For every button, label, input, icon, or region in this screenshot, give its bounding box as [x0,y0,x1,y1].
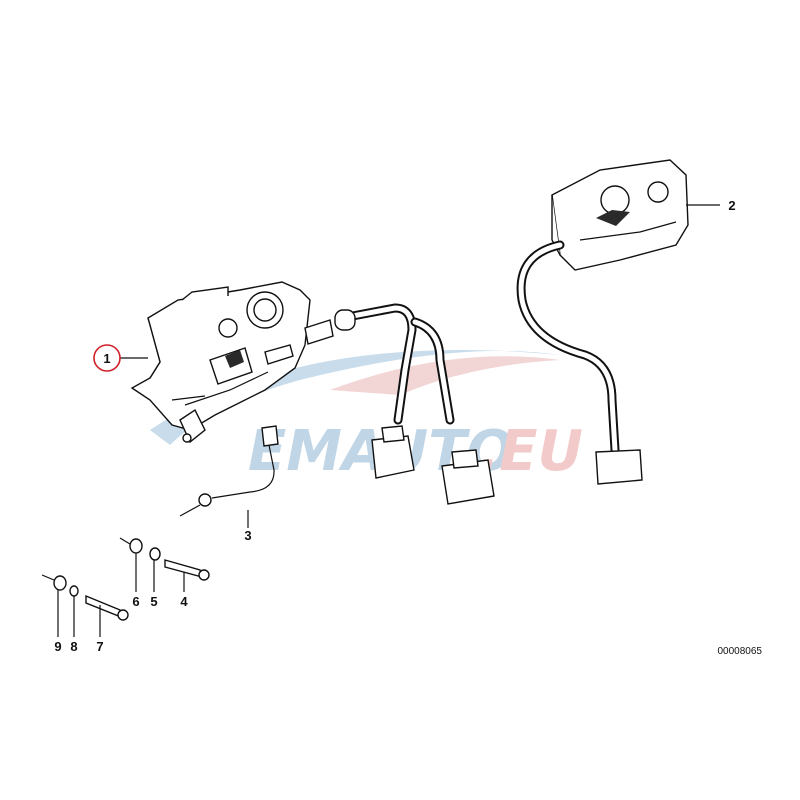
callout-8-label: 8 [70,639,77,654]
switch-housing-part-1 [130,281,334,444]
wiring-harness-left [334,303,495,505]
wiring-harness-right [516,240,643,485]
callout-7-label: 7 [96,639,103,654]
connector-plug-b [441,449,495,505]
callout-2-label: 2 [728,198,735,213]
washer-part-8 [69,585,79,597]
callout-1-label: 1 [103,351,110,366]
callout-6-label: 6 [132,594,139,609]
callout-4-label: 4 [180,594,188,609]
screw-part-7 [85,594,129,621]
callout-5-label: 5 [150,594,157,609]
connector-plug-a [371,425,415,479]
callout-leaders [57,204,720,637]
callout-1: 1 [93,344,121,372]
screw-part-4 [164,559,210,581]
washer-part-6 [119,537,143,554]
catalog-number: 00008065 [718,646,763,657]
connector-plug-c [595,449,643,485]
switch-housing-part-2 [551,159,689,271]
callout-1-circle [93,344,121,372]
cable-part-3 [179,425,279,517]
callout-9-label: 9 [54,639,61,654]
washer-part-9 [41,574,67,591]
watermark-suffix: .EU [478,419,583,484]
washer-part-5 [149,547,161,561]
callout-3-label: 3 [244,528,251,543]
